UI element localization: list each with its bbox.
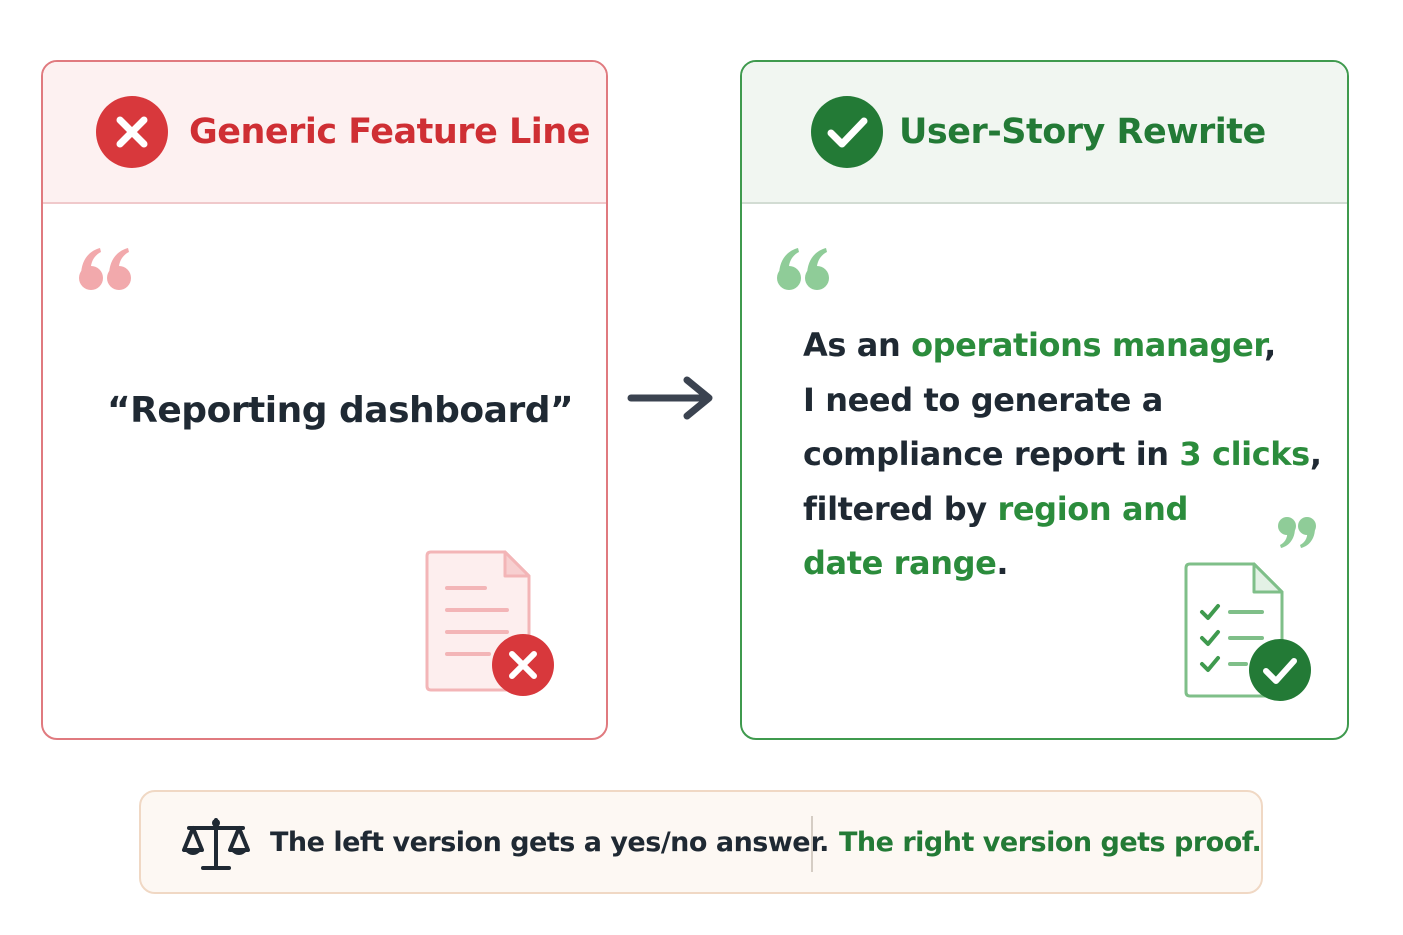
story-text-segment: , [1309,435,1322,473]
story-text-segment: filtered by [803,489,998,528]
story-text-segment: As an [803,326,912,364]
document-rejected-icon [425,550,554,696]
check-circle-icon [811,96,883,168]
open-quote-icon [777,248,829,290]
story-highlight-filter: region and [997,489,1189,528]
document-checklist-approved-icon [1184,562,1311,701]
generic-feature-quote: “Reporting dashboard” [107,390,574,431]
user-story-title: User-Story Rewrite [899,112,1266,152]
arrow-right-icon [627,376,713,420]
generic-feature-card-header: Generic Feature Line [43,62,606,204]
story-text-segment: , [1264,326,1276,364]
user-story-card: User-Story Rewrite As an operations mana… [740,60,1349,740]
story-text-segment: . [996,544,1009,582]
comparison-footer: The left version gets a yes/no answer. T… [139,790,1263,894]
user-story-text: As an operations manager, I need to gene… [803,318,1323,591]
story-text-segment: compliance report in [803,435,1180,473]
footer-left-caption: The left version gets a yes/no answer. [270,827,829,858]
open-quote-icon [79,248,131,290]
user-story-card-header: User-Story Rewrite [742,62,1347,204]
x-circle-icon [96,96,168,168]
story-highlight-metric: 3 clicks [1179,435,1310,473]
generic-feature-title: Generic Feature Line [189,112,590,152]
footer-divider [811,816,813,872]
story-highlight-filter: date range [803,544,997,582]
close-quote-icon [1278,517,1316,548]
story-text-segment: I need to generate a [803,380,1163,419]
story-highlight-role: operations manager [911,326,1265,364]
footer-right-caption: The right version gets proof. [839,827,1262,858]
balance-scale-icon [182,818,250,870]
generic-feature-card: Generic Feature Line “Reporting dashboar… [41,60,608,740]
